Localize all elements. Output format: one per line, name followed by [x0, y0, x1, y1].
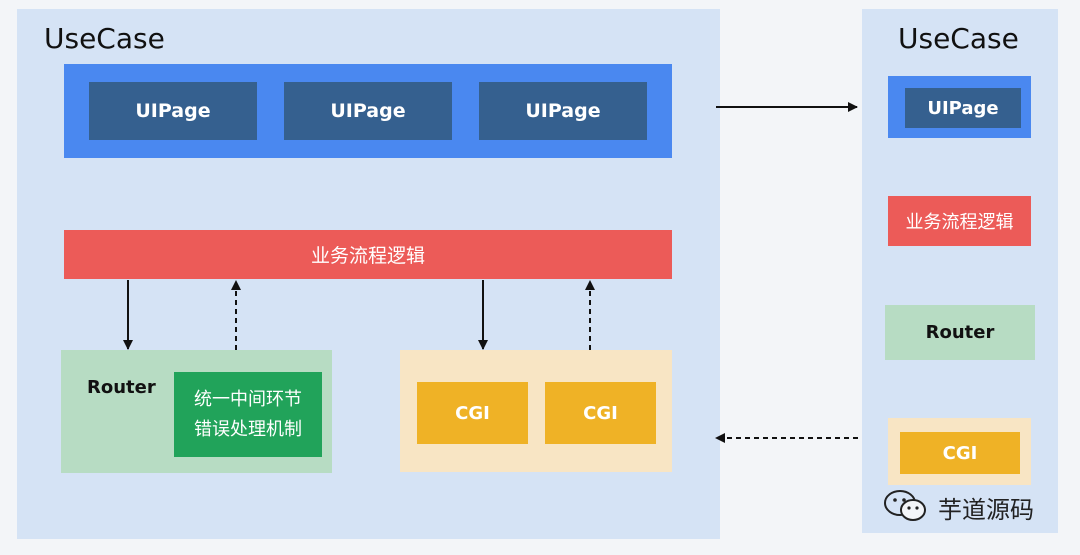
cgi-box-1: CGI [417, 382, 528, 444]
right-usecase-title: UseCase [898, 22, 1019, 55]
right-router-box: Router [885, 305, 1035, 360]
business-logic-bar: 业务流程逻辑 [64, 230, 672, 279]
ui-page-box-1: UIPage [89, 82, 257, 140]
cgi-box-2: CGI [545, 382, 656, 444]
right-cgi-box: CGI [900, 432, 1020, 474]
ui-page-box-2: UIPage [284, 82, 452, 140]
left-usecase-title: UseCase [44, 22, 165, 55]
middleware-line-2: 错误处理机制 [194, 418, 302, 440]
wechat-icon [884, 490, 926, 521]
right-business-logic-box: 业务流程逻辑 [888, 196, 1031, 246]
watermark-text: 芋道源码 [938, 496, 1034, 524]
right-ui-page-box: UIPage [905, 88, 1021, 128]
ui-page-box-3: UIPage [479, 82, 647, 140]
router-label: Router [87, 377, 156, 398]
middleware-box: 统一中间环节 错误处理机制 [174, 372, 322, 457]
middleware-line-1: 统一中间环节 [194, 388, 302, 410]
